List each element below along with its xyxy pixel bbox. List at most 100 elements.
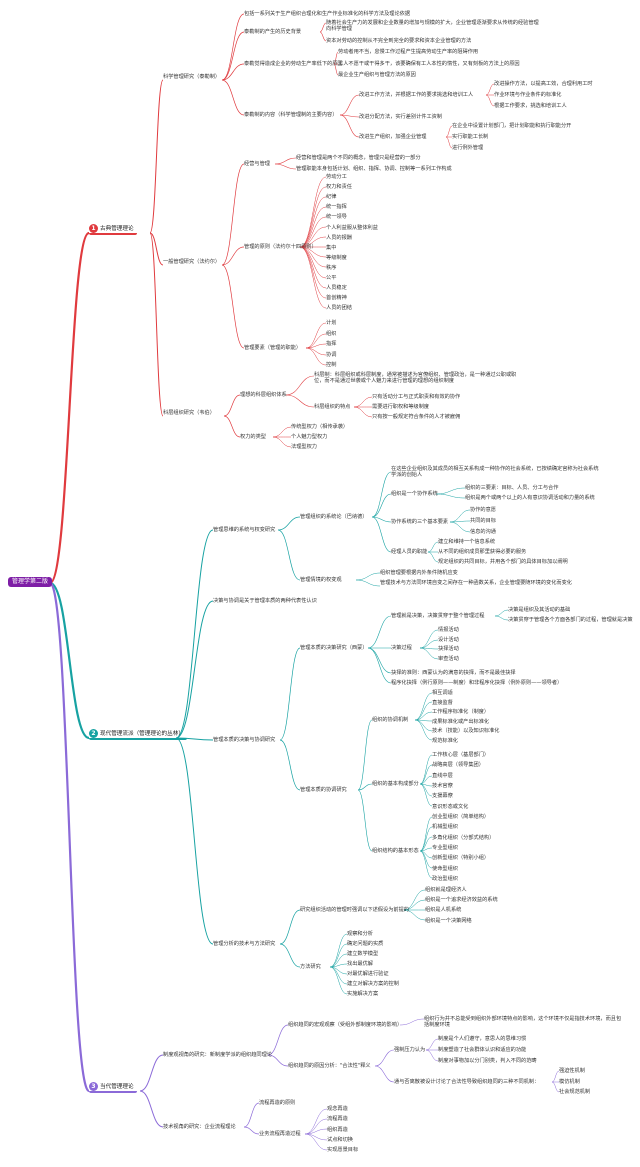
node-gen-1[interactable]: 经营与管理 (244, 161, 270, 167)
decision-process-item[interactable]: 抉择活动 (438, 646, 459, 652)
node-ms-2a1[interactable]: 制度是个人们遵守，意思人的思维习惯 (438, 1036, 527, 1042)
decision-process-item[interactable]: 审查活动 (438, 655, 459, 662)
node-sci-4a2[interactable]: 作业环境与作业条件的标准化 (494, 92, 562, 98)
node-ess-1a[interactable]: 管理就是决策，决策贯穿于整个管理过程 (391, 613, 485, 619)
assumption-item[interactable]: 组织是一个追求经济效益的系统 (425, 897, 498, 904)
node-ana-2[interactable]: 方法研究 (300, 964, 321, 970)
node-general[interactable]: 一般管理研究（法约尔） (163, 259, 221, 265)
element-item[interactable]: 组织 (326, 330, 337, 337)
node-ess-1a1[interactable]: 决策是组织及其活动的基础 (508, 607, 571, 613)
node-scientific[interactable]: 科学管理研究（泰勒制） (163, 74, 221, 80)
reengineering-item[interactable]: 观念再造 (327, 1106, 348, 1112)
principle-item[interactable]: 人员稳定 (326, 285, 347, 292)
node-sys-1d3[interactable]: 规定组织的共同目标，并用各个部门的具体目标加以阐明 (438, 559, 568, 565)
element-item[interactable]: 指挥 (326, 341, 337, 347)
node-sci-4b[interactable]: 改进分配方法，实行差别计件工资制 (359, 114, 443, 120)
node-sci-3b[interactable]: 工人不愿干或干得多干，该要确保有工人本性的惰性，又有刻板的方法上的原因 (338, 61, 520, 67)
node-ess-2b[interactable]: 组织的基本构成部分 (372, 781, 419, 787)
node-sci-4a1[interactable]: 改进操作方法，以提高工效，合理利用工时 (494, 81, 593, 87)
node-org-1b[interactable]: 科层组织的特点 (314, 404, 351, 410)
coordination-item[interactable]: 规范标准化 (432, 737, 458, 744)
principle-item[interactable]: 统一领导 (326, 214, 347, 221)
org-form-item[interactable]: 使命型组织 (432, 865, 458, 872)
coordination-item[interactable]: 工作程序标准化（制度） (432, 709, 490, 715)
method-item[interactable]: 找出最优解 (347, 961, 373, 967)
principle-item[interactable]: 等级制度 (326, 254, 347, 261)
principle-item[interactable]: 人员的报酬 (326, 234, 352, 241)
decision-process-item[interactable]: 设计活动 (438, 636, 459, 643)
node-sys-1c3[interactable]: 信息的沟通 (470, 529, 496, 535)
method-item[interactable]: 建立对解决方案的控制 (347, 981, 399, 987)
node-org-2c[interactable]: 法理型权力 (291, 444, 317, 450)
node-sys-2b[interactable]: 管理技术与方法同环境自变之间存在一种函数关系，企业管理要随环境的变化而变化 (380, 580, 572, 586)
node-sci-4a3[interactable]: 根据工作要求，挑选和培训工人 (494, 103, 567, 109)
node-sys-2a[interactable]: 组织管理要根据内外条件随机应变 (380, 570, 458, 576)
element-item[interactable]: 计划 (326, 320, 337, 326)
principle-item[interactable]: 个人利益服从整体利益 (326, 224, 378, 231)
node-sci-3[interactable]: 泰勒觉得造成企业的劳动生产率低下的原因 (244, 61, 343, 67)
org-part-item[interactable]: 意识形态或文化 (432, 803, 469, 810)
principle-item[interactable]: 权力和责任 (326, 184, 352, 191)
method-item[interactable]: 实施解决方案 (347, 991, 379, 997)
node-tech-2[interactable]: 业务流程再造过程 (259, 1131, 301, 1137)
node-ess-1b[interactable]: 决策过程 (391, 645, 412, 651)
node-sys-1c1[interactable]: 协作的意愿 (470, 507, 496, 513)
node-org-1[interactable]: 理想的科层组织体系 (240, 392, 287, 398)
node-ms-2a[interactable]: 强制压力认为 (394, 1047, 426, 1053)
method-item[interactable]: 确定问题的实质 (347, 941, 384, 947)
node-gen-2[interactable]: 管理的原则（法约尔十四原则） (244, 244, 317, 250)
element-item[interactable]: 控制 (326, 362, 337, 368)
coordination-item[interactable]: 成果标准化或产出标准化 (432, 718, 490, 725)
node-decision-coordination[interactable]: 决策与协调是关于管理本质的两种代表性认识 (213, 598, 317, 604)
reengineering-item[interactable]: 流程再造 (327, 1116, 348, 1123)
node-ess-2c[interactable]: 组织结构的基本形态 (372, 848, 419, 854)
node-sys-1d2[interactable]: 从不同的组织成员那里获得必要的服务 (438, 549, 527, 555)
org-form-item[interactable]: 专业型组织 (432, 844, 458, 851)
node-org-2b[interactable]: 个人魅力型权力 (291, 434, 328, 440)
node-ess-1[interactable]: 管理本质的决策研究（西蒙） (300, 645, 368, 651)
node-sys-1b1[interactable]: 组织的三要素：目标、人员、分工与合作 (465, 485, 559, 491)
node-gen-1a[interactable]: 经营和管理是两个不同的概念，管理只是经营的一部分 (296, 155, 421, 161)
method-item[interactable]: 对最优解进行验证 (347, 971, 389, 977)
node-analysis[interactable]: 管理分析的技术与方法研究 (213, 941, 276, 947)
org-part-item[interactable]: 支援幕僚 (432, 793, 453, 800)
root-node[interactable]: 管理学第二版 (8, 577, 53, 587)
node-sys-1[interactable]: 管理组织的系统论（巴纳德） (300, 514, 368, 520)
node-org-1b1[interactable]: 只有活动分工与正式职责和有效的协作 (372, 394, 461, 400)
coordination-item[interactable]: 技术（技能）以及知识标准化 (432, 728, 500, 734)
node-sci-2[interactable]: 泰勒制的产生的历史背景 (244, 29, 302, 35)
org-form-item[interactable]: 创业型组织（简单结构） (432, 814, 490, 820)
node-system[interactable]: 管理思维的系统与权变研究 (213, 527, 276, 533)
node-sys-1d[interactable]: 经理人员的职能 (391, 549, 428, 555)
node-ms-2[interactable]: 组织趋同的原因分析："合法性"释义 (288, 1063, 371, 1069)
node-sci-3c[interactable]: 最企业生产组织与管理方法的原因 (338, 72, 416, 78)
node-ms-2a2[interactable]: 制度塑造了社会群体认识和适应的功能 (438, 1047, 527, 1053)
node-org-1a[interactable]: 科层制：科层组织或科层制度，通常被描述为官僚组织、管理政治，是一种通过公职或职位… (314, 372, 517, 384)
principle-item[interactable]: 人员的团结 (326, 305, 352, 312)
node-sci-4a[interactable]: 改进工作方法，并根据工作的要求挑选和培训工人 (359, 92, 474, 98)
node-ana-1[interactable]: 研究组织活动的管理时强调以下述假设为前提的 (300, 907, 409, 913)
principle-item[interactable]: 公平 (326, 275, 337, 281)
assumption-item[interactable]: 组织就是理经济人 (425, 887, 467, 893)
node-org-2[interactable]: 权力的类型 (240, 434, 266, 440)
node-sys-1c[interactable]: 协作系统的三个基本要素 (391, 519, 449, 525)
node-org-2a[interactable]: 传统型权力（相传承袭） (291, 424, 349, 430)
node-sys-1b2[interactable]: 组织是两个或两个以上的人有意识协调活动和力量的系统 (465, 495, 595, 501)
node-sci-4[interactable]: 泰勒制的内容（科学管理制的主要内容） (244, 112, 338, 118)
node-gen-1b[interactable]: 管理职能本身包括计划、组织、指挥、协调、控制等一系列工作构成 (296, 166, 452, 172)
mechanism-item[interactable]: 社会规范机制 (559, 1089, 591, 1095)
reengineering-item[interactable]: 试点和切换 (327, 1136, 353, 1143)
org-form-item[interactable]: 机械型组织 (432, 824, 458, 831)
node-bureaucracy[interactable]: 科层组织研究（韦伯） (163, 410, 215, 416)
node-org-1b3[interactable]: 只有按一般规定符合条件的人才被雇佣 (372, 414, 461, 420)
node-sci-4c1[interactable]: 在企业中设置计划部门，把计划职能和执行职能分开 (452, 123, 572, 129)
node-essence[interactable]: 管理本质的决策与协调研究 (213, 737, 276, 743)
principle-item[interactable]: 统一指挥 (326, 204, 347, 211)
node-ess-2[interactable]: 管理本质的协调研究 (300, 787, 347, 793)
node-ms-2a3[interactable]: 制度对事物加以分门别类，判入不同的范畴 (438, 1058, 537, 1064)
node-org-1b2[interactable]: 需要进行职权和等级制度 (372, 404, 430, 410)
reengineering-item[interactable]: 组织再造 (327, 1126, 348, 1133)
node-ms-2b[interactable]: 通与否离散被设计讨论了合法性导致组织趋同的三种不同机制： (394, 1079, 540, 1085)
